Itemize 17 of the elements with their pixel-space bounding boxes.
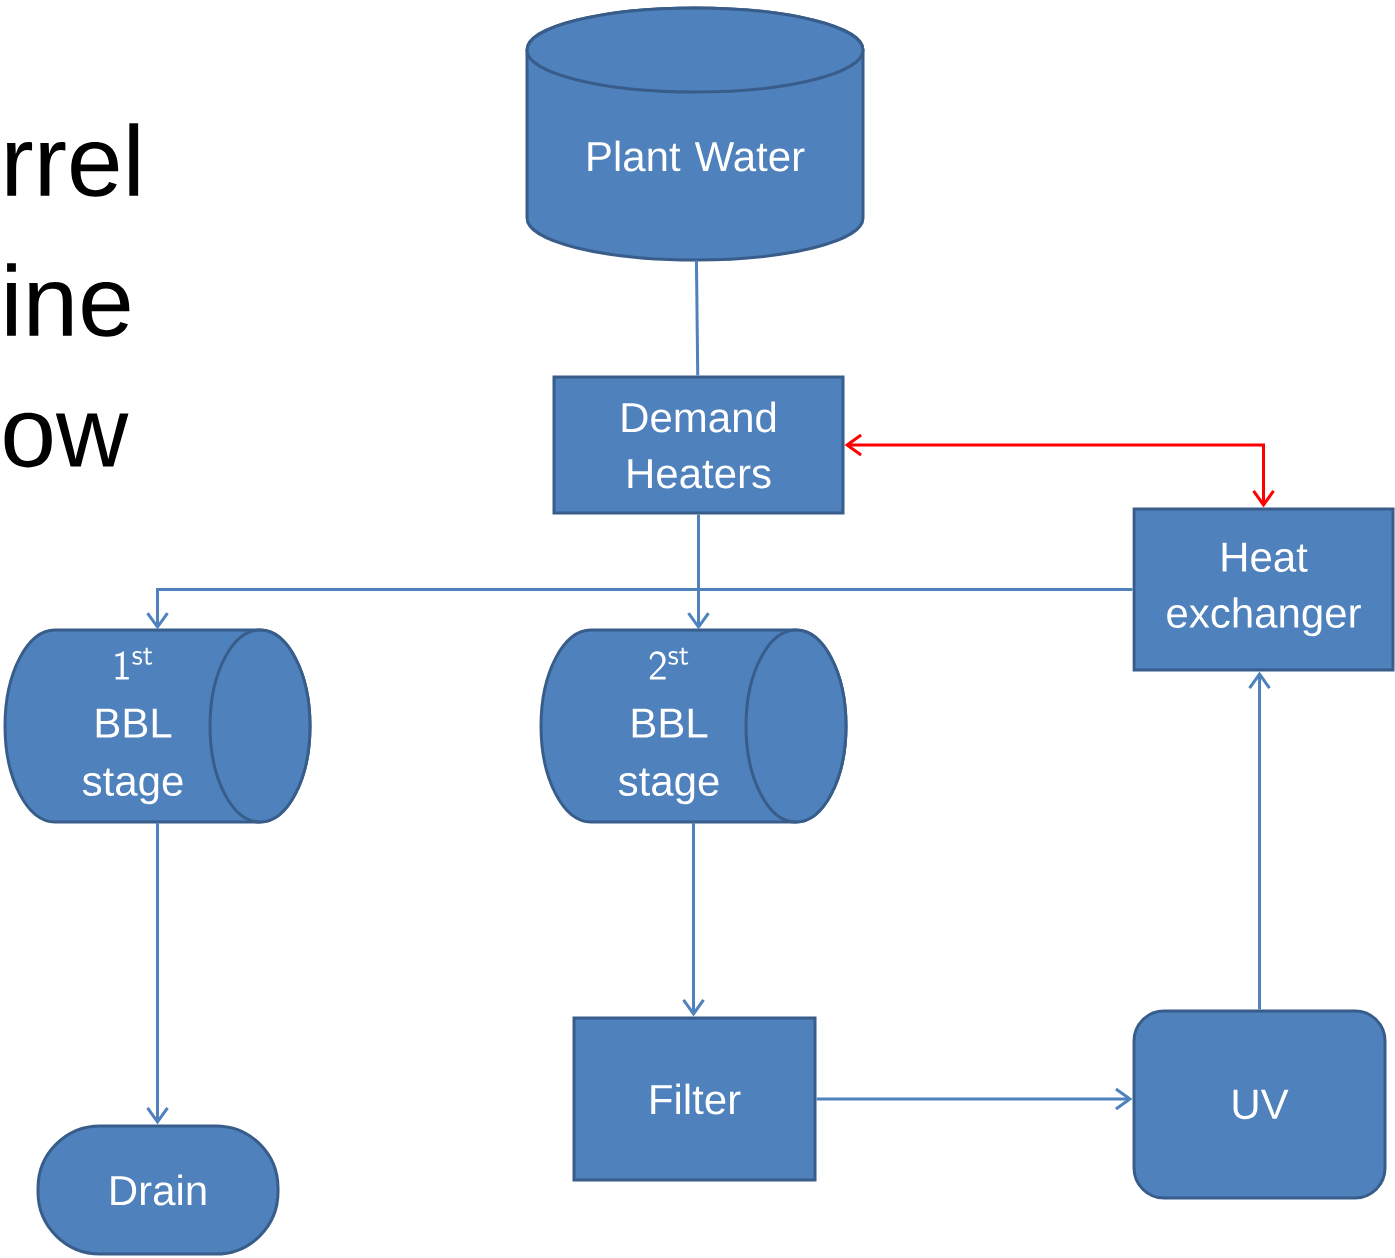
stage-cylinder: $\mathsf{2}^{\mathsf{st}}$ BBL stage	[539, 628, 848, 824]
arrow	[1248, 671, 1271, 1010]
arrow	[146, 822, 169, 1125]
arrow	[816, 1087, 1133, 1111]
stage-cylinder: $\mathsf{1}^{\mathsf{st}}$ BBL stage	[3, 628, 312, 824]
heading-text: rrel	[7, 123, 139, 197]
arrow	[682, 822, 705, 1017]
heading-text: ine	[7, 263, 130, 337]
heading-text: ow	[4, 412, 129, 468]
process-box: Heat exchanger	[1132, 507, 1395, 672]
process-box: Demand Heaters	[552, 375, 845, 515]
process-box: Filter	[572, 1016, 817, 1182]
process-box: UV	[1132, 1009, 1387, 1200]
arrow	[844, 433, 1275, 508]
arrow	[687, 514, 710, 630]
arrow	[146, 588, 1133, 630]
tank-cylinder: Plant Water	[525, 6, 865, 262]
